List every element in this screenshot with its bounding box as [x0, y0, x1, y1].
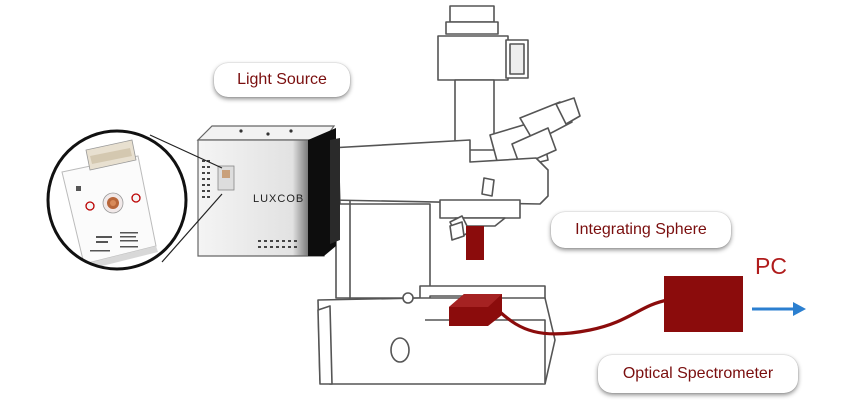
zoom-line-top: [149, 134, 223, 169]
light-beam: [466, 226, 484, 260]
right-arrow-icon: [752, 302, 806, 316]
led-cob-board: [46, 129, 188, 271]
zoom-line-bottom: [161, 193, 223, 263]
spectrometer-box: [664, 276, 743, 332]
optical-fiber: [498, 298, 670, 336]
light-source-box: LUXCOB: [196, 125, 340, 257]
integrating-sphere-label: Integrating Sphere: [551, 212, 731, 248]
pc-label: PC: [755, 253, 787, 279]
light-source-label: Light Source: [214, 63, 350, 97]
brand-logo: LUXCOB: [253, 193, 304, 205]
microscope: [317, 5, 581, 385]
optical-spectrometer-label: Optical Spectrometer: [598, 355, 798, 393]
integrating-sphere: [449, 294, 502, 326]
